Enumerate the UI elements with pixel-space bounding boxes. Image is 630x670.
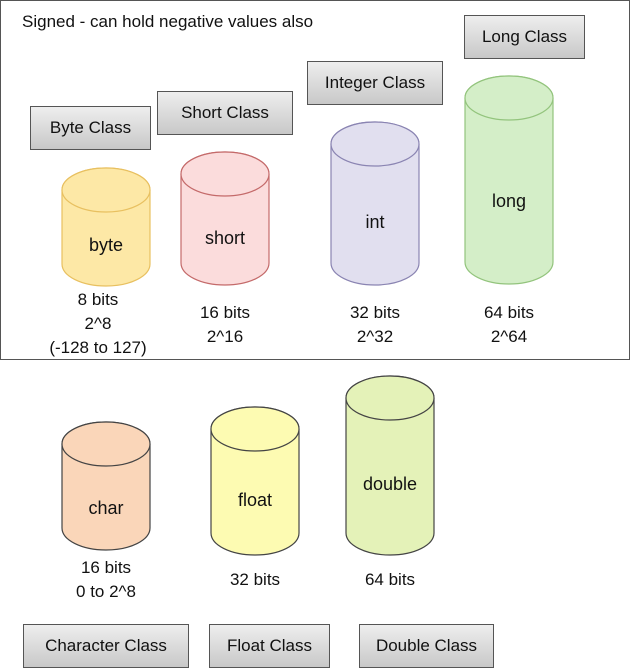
cylinder-top <box>61 167 151 213</box>
float-bits: 32 bits <box>229 570 281 589</box>
byte-bits: 8 bits <box>77 290 119 309</box>
cylinder-top <box>210 406 300 452</box>
long-class-box: Long Class <box>464 15 585 59</box>
character-class-box: Character Class <box>23 624 189 668</box>
cylinder-top <box>345 375 435 421</box>
long-bits: 64 bits <box>483 303 535 322</box>
int-info: 32 bits 2^32 <box>350 301 400 349</box>
long-cylinder: long <box>464 75 554 285</box>
short-label: short <box>204 228 246 248</box>
int-range-power: 2^32 <box>356 327 394 346</box>
short-cylinder: short <box>180 151 270 286</box>
int-bits: 32 bits <box>349 303 401 322</box>
byte-class-box: Byte Class <box>30 106 151 150</box>
signed-heading: Signed - can hold negative values also <box>22 12 314 31</box>
double-bits: 64 bits <box>364 570 416 589</box>
char-label: char <box>88 498 124 518</box>
cylinder-top <box>61 421 151 467</box>
float-info: 32 bits <box>230 568 280 592</box>
byte-cylinder: byte <box>61 167 151 287</box>
byte-range: (-128 to 127) <box>49 338 147 357</box>
integer-class-box: Integer Class <box>307 61 443 105</box>
short-info: 16 bits 2^16 <box>200 301 250 349</box>
double-class-box: Double Class <box>359 624 494 668</box>
double-info: 64 bits <box>365 568 415 592</box>
long-info: 64 bits 2^64 <box>484 301 534 349</box>
cylinder-top <box>330 121 420 167</box>
int-label: int <box>365 212 385 232</box>
long-label: long <box>491 191 527 211</box>
char-bits: 16 bits <box>80 558 132 577</box>
double-label: double <box>362 474 418 494</box>
byte-label: byte <box>88 235 124 255</box>
char-cylinder: char <box>61 421 151 551</box>
char-info: 16 bits 0 to 2^8 <box>76 556 136 604</box>
short-bits: 16 bits <box>199 303 251 322</box>
char-range: 0 to 2^8 <box>76 582 136 601</box>
double-cylinder: double <box>345 375 435 556</box>
short-class-box: Short Class <box>157 91 293 135</box>
long-range-power: 2^64 <box>490 327 528 346</box>
float-label: float <box>237 490 273 510</box>
short-range-power: 2^16 <box>206 327 244 346</box>
cylinder-top <box>180 151 270 197</box>
cylinder-top <box>464 75 554 121</box>
byte-info: 8 bits 2^8 (-128 to 127) <box>49 288 146 360</box>
float-class-box: Float Class <box>209 624 330 668</box>
int-cylinder: int <box>330 121 420 286</box>
byte-range-power: 2^8 <box>84 314 112 333</box>
float-cylinder: float <box>210 406 300 556</box>
